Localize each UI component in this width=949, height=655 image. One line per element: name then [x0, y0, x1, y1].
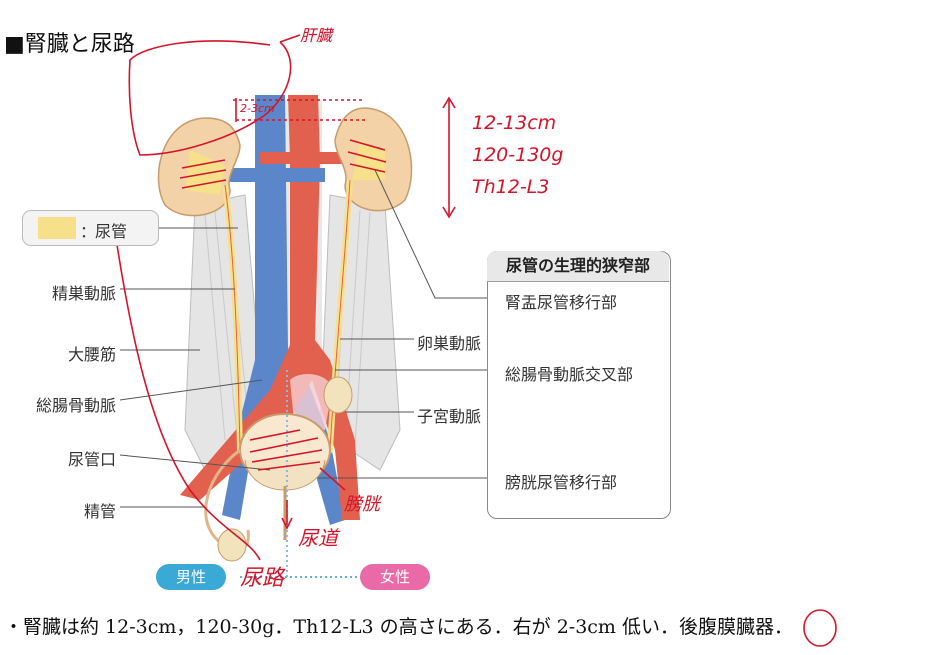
label-vas-deferens: 精管 — [83, 502, 116, 521]
handwritten-size-note: 12-13cm — [472, 112, 557, 134]
legend-label: 尿管 — [95, 222, 128, 241]
handwritten-liver-note: 肝臓 — [300, 26, 333, 45]
handwritten-urethra-note: 尿道 — [298, 526, 338, 550]
male-badge: 男性 — [156, 564, 226, 590]
handwritten-weight-note: 120-130g — [472, 144, 564, 166]
label-psoas-major: 大腰筋 — [67, 345, 116, 364]
handwritten-offset-note: 2-3cm — [240, 102, 275, 115]
retroperitoneal-circle — [803, 609, 837, 647]
narrowing-item-iliac-crossing: 総腸骨動脈交叉部 — [505, 365, 634, 384]
female-badge: 女性 — [360, 564, 430, 590]
kidney-hatch-left — [179, 159, 227, 189]
handwritten-annotations — [114, 34, 837, 647]
legend-separator: ： — [80, 222, 97, 241]
urine-path-line — [114, 231, 261, 561]
liver-outline — [128, 40, 292, 156]
ureter-color-swatch — [38, 217, 76, 239]
label-common-iliac-artery: 総腸骨動脈 — [35, 396, 116, 415]
handwritten-bladder-note: 膀胱 — [344, 494, 380, 515]
testis — [217, 528, 247, 562]
narrowing-item-ureteropelvic: 腎盂尿管移行部 — [505, 293, 618, 312]
bottom-note: ・腎臓は約 12-3cm，120-30g．Th12-L3 の高さにある．右が 2… — [4, 616, 793, 638]
label-testicular-artery: 精巣動脈 — [51, 284, 116, 303]
narrowing-item-ureterovesical: 膀胱尿管移行部 — [505, 473, 618, 492]
handwritten-level-note: Th12-L3 — [472, 176, 550, 198]
ovary — [323, 376, 353, 414]
ureter-narrowing-box — [487, 251, 671, 519]
renal-vein — [215, 168, 325, 182]
label-uterine-artery: 子宮動脈 — [417, 407, 482, 426]
bladder-hatch — [249, 429, 323, 471]
ureter-narrowing-title: 尿管の生理的狭窄部 — [487, 251, 669, 282]
page-heading: ■腎臓と尿路 — [4, 32, 135, 57]
label-ovarian-artery: 卵巣動脈 — [417, 334, 482, 353]
kidney-hatch-right — [347, 139, 387, 173]
handwritten-urinary-tract-note: 尿路 — [240, 566, 285, 591]
aorta — [180, 95, 360, 520]
label-ureteral-orifice: 尿管口 — [67, 450, 116, 469]
